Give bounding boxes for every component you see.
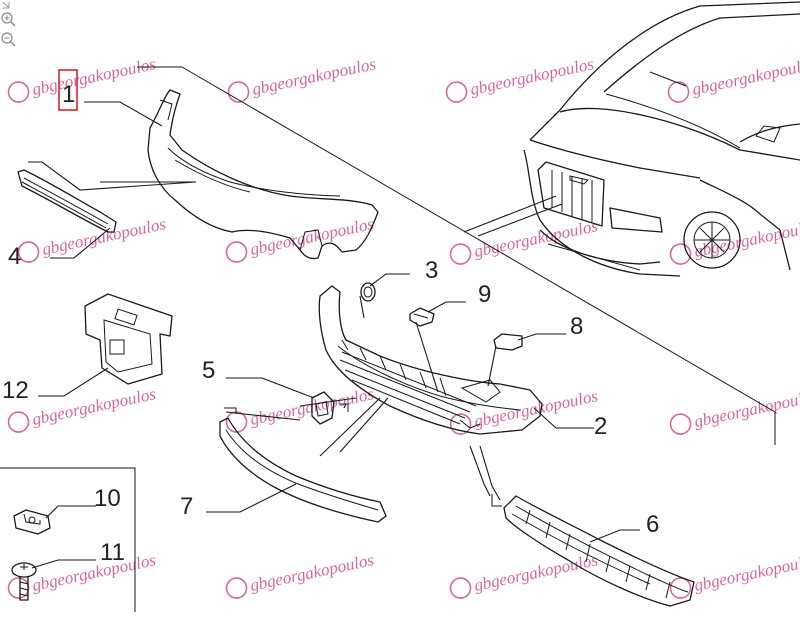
watermark-logo-icon <box>449 577 472 599</box>
callout-9-label[interactable]: 9 <box>478 281 491 308</box>
watermark-text: gbgeorgakopoulos <box>30 384 157 429</box>
watermark: gbgeorgakopoulos <box>669 386 800 435</box>
watermark-logo-icon <box>449 413 472 435</box>
part-9-plug[interactable] <box>409 307 435 327</box>
callout-4-label[interactable]: 4 <box>8 243 21 270</box>
watermark-text: gbgeorgakopoulos <box>472 386 599 431</box>
part-4-grille-strip[interactable] <box>17 169 117 233</box>
watermark: gbgeorgakopoulos <box>225 214 376 263</box>
watermark-logo-icon <box>667 81 690 103</box>
callout-3-label[interactable]: 3 <box>425 257 438 284</box>
watermark-text: gbgeorgakopoulos <box>250 54 377 99</box>
watermark-logo-icon <box>225 411 248 433</box>
scroll-handle-icon <box>2 1 10 9</box>
callout-2-label[interactable]: 2 <box>594 413 607 440</box>
callout-7-label[interactable]: 7 <box>180 493 193 520</box>
watermark-logo-icon <box>669 413 692 435</box>
watermark-logo-icon <box>17 241 40 263</box>
watermark: gbgeorgakopoulos <box>449 550 600 599</box>
watermark-text: gbgeorgakopoulos <box>248 550 375 595</box>
watermark-text: gbgeorgakopoulos <box>692 550 800 595</box>
group-frame-lines <box>0 66 776 612</box>
watermark: gbgeorgakopoulos <box>7 384 158 433</box>
watermark-logo-icon <box>445 81 468 103</box>
watermark-logo-icon <box>225 241 248 263</box>
part-2-lower-bumper[interactable] <box>318 285 543 435</box>
watermark-logo-icon <box>7 411 30 433</box>
watermark: gbgeorgakopoulos <box>445 54 596 103</box>
watermark-text: gbgeorgakopoulos <box>472 550 599 595</box>
watermark: gbgeorgakopoulos <box>7 54 158 103</box>
group-brackets <box>224 403 502 507</box>
watermark-text: gbgeorgakopoulos <box>248 214 375 259</box>
callout-6-label[interactable]: 6 <box>646 511 659 538</box>
callout-8-label[interactable]: 8 <box>570 313 583 340</box>
watermark-logo-icon <box>669 577 692 599</box>
watermark: gbgeorgakopoulos <box>225 550 376 599</box>
watermark: gbgeorgakopoulos <box>227 54 378 103</box>
part-6-lower-grille[interactable] <box>503 495 695 607</box>
callout-5-label[interactable]: 5 <box>202 357 215 384</box>
callout-1-highlight <box>58 69 78 111</box>
watermark-logo-icon <box>449 243 472 265</box>
part-10-clip-nut[interactable] <box>13 509 51 535</box>
part-1-bumper-upper[interactable] <box>147 89 379 260</box>
part-12-bracket[interactable] <box>84 293 173 385</box>
part-7-lower-trim[interactable] <box>219 417 387 523</box>
part-8-reflector[interactable] <box>493 333 523 351</box>
watermark-logo-icon <box>669 243 692 265</box>
watermark-logo-icon <box>225 577 248 599</box>
watermark-text: gbgeorgakopoulos <box>468 54 595 99</box>
watermark: gbgeorgakopoulos <box>225 384 376 433</box>
zoom-out-icon[interactable] <box>1 32 16 47</box>
watermark: gbgeorgakopoulos <box>669 550 800 599</box>
callout-11-label[interactable]: 11 <box>100 539 125 566</box>
watermark-logo-icon <box>7 577 30 599</box>
watermark-text: gbgeorgakopoulos <box>40 214 167 259</box>
watermark: gbgeorgakopoulos <box>667 54 800 103</box>
leader-lines <box>28 101 640 569</box>
watermark-text: gbgeorgakopoulos <box>30 54 157 99</box>
vehicle-illustration <box>523 1 800 277</box>
watermark-logo-icon <box>7 81 30 103</box>
watermark-text: gbgeorgakopoulos <box>30 550 157 595</box>
callout-10-label[interactable]: 10 <box>94 485 121 512</box>
zoom-in-icon[interactable] <box>1 12 16 27</box>
watermark-text: gbgeorgakopoulos <box>472 216 599 261</box>
watermark-text: gbgeorgakopoulos <box>690 54 800 99</box>
part-3-cap[interactable] <box>360 282 376 302</box>
callout-1-label: 1 <box>62 81 75 108</box>
callout-12-label[interactable]: 12 <box>2 377 29 404</box>
watermark-text: gbgeorgakopoulos <box>692 386 800 431</box>
watermark: gbgeorgakopoulos <box>449 216 600 265</box>
part-11-screw[interactable] <box>11 562 37 601</box>
callout-1[interactable]: 1 <box>58 69 78 111</box>
